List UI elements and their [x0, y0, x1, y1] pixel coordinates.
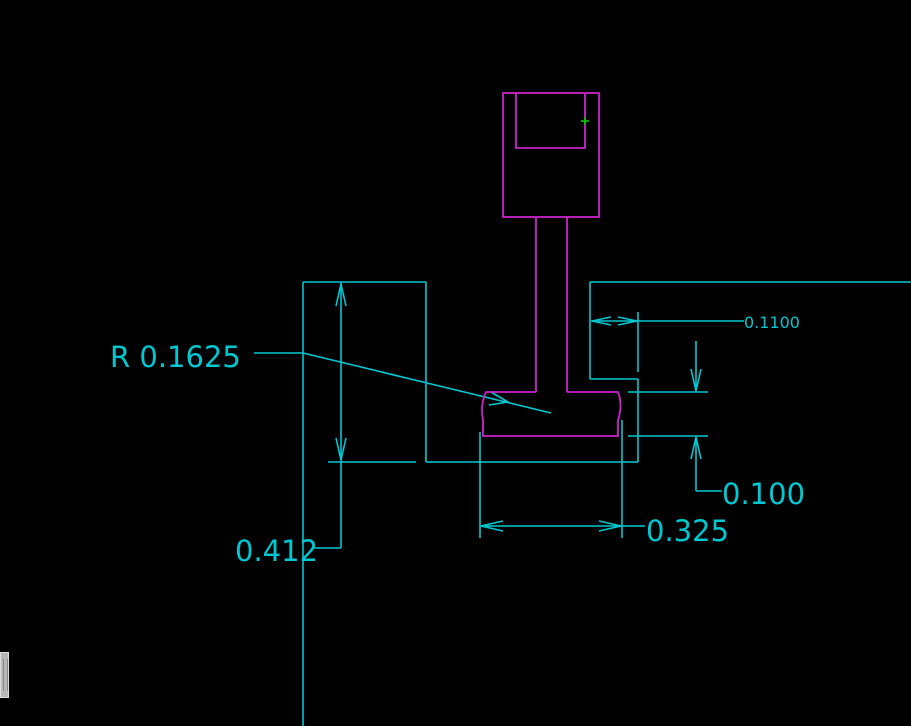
punch-part-outline[interactable]: [481, 92, 622, 437]
scrollbar-handle[interactable]: [0, 652, 9, 698]
dim-0325-label: 0.325: [646, 514, 729, 548]
dim-01100-arrow-right: [617, 316, 638, 326]
dim-01100-arrow-left: [591, 316, 612, 326]
dim-0100-arrow-bottom: [690, 436, 702, 460]
dim-0412-arrow-bottom: [335, 437, 347, 461]
dim-0412-arrow-top: [335, 283, 347, 307]
punch-head-inner: [515, 93, 586, 149]
radius-leader-diagonal: [302, 352, 552, 414]
radius-label: R 0.1625: [110, 340, 241, 374]
punch-foot: [481, 391, 622, 437]
dim-0412-label: 0.412: [235, 534, 318, 568]
dim-0325-arrow-right: [598, 520, 622, 532]
crosshair-cursor-icon: [581, 117, 589, 125]
grip-icon: [3, 659, 8, 691]
dim-0100-arrow-top: [690, 368, 702, 392]
dim-0325-arrow-left: [480, 520, 504, 532]
dim-01100-label: 0.1100: [744, 313, 800, 332]
dim-0100-label: 0.100: [722, 477, 805, 511]
fixture-outline: [254, 281, 911, 726]
punch-head: [502, 92, 600, 218]
radius-leader-arrow: [488, 391, 511, 406]
